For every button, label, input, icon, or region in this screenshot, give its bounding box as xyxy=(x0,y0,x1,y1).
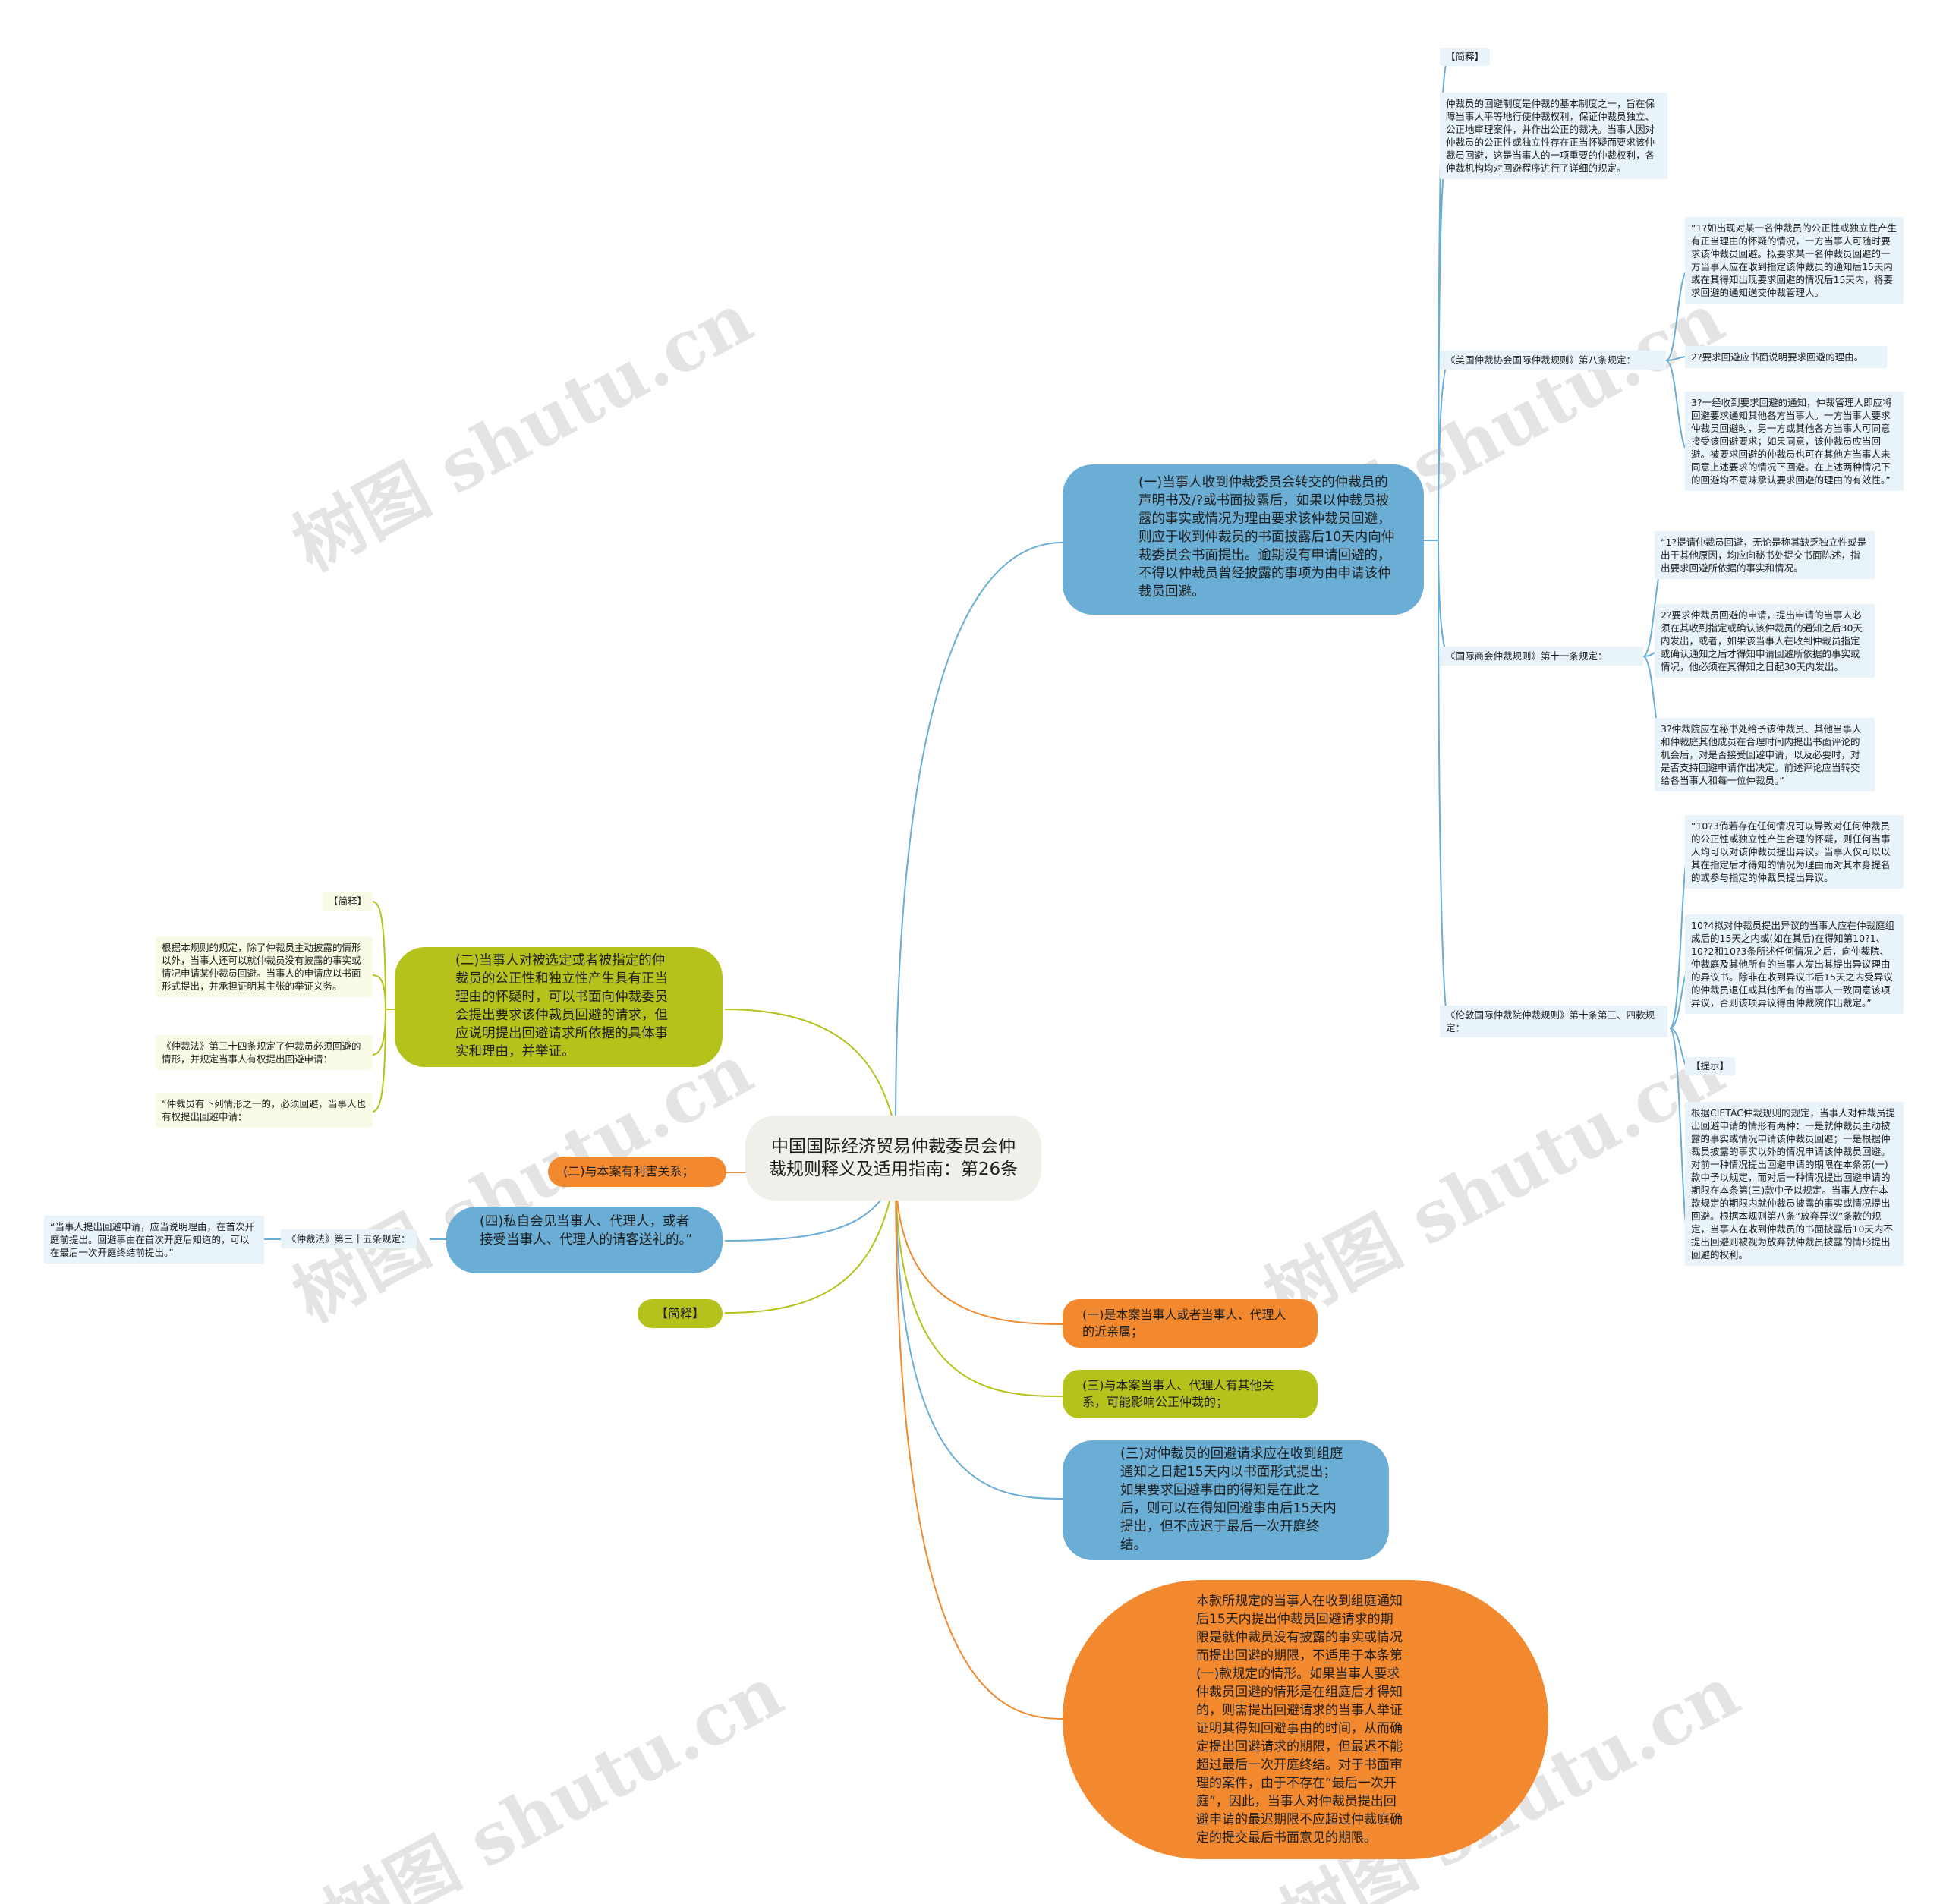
leaf-aaa-item-2: 2?要求回避应书面说明要求回避的理由。 xyxy=(1685,346,1887,368)
branch-node-deadline-explanation[interactable]: 本款所规定的当事人在收到组庭通知后15天内提出仲裁员回避请求的期限是就仲裁员没有… xyxy=(1063,1580,1548,1859)
leaf-jianshi-text: 仲裁员的回避制度是仲裁的基本制度之一，旨在保障当事人平等地行使仲裁权利，保证仲裁… xyxy=(1440,93,1667,179)
branch-node-jianshi[interactable]: 【简释】 xyxy=(638,1299,723,1328)
leaf-arbitration-law-35-text: “当事人提出回避申请，应当说明理由，在首次开庭前提出。回避事由在首次开庭后知道的… xyxy=(44,1216,264,1264)
label-lcia-rules: 《伦敦国际仲裁院仲裁规则》第十条第三、四款规定： xyxy=(1440,1006,1667,1037)
label-icc-rules: 《国际商会仲裁规则》第十一条规定： xyxy=(1440,647,1643,666)
leaf-left-arbitration-law-quote: “仲裁员有下列情形之一的，必须回避，当事人也有权提出回避申请： xyxy=(156,1093,373,1128)
branch-node-other-relation[interactable]: (三)与本案当事人、代理人有其他关系，可能影响公正仲裁的； xyxy=(1063,1370,1318,1418)
branch-node-close-relative[interactable]: (一)是本案当事人或者当事人、代理人的近亲属； xyxy=(1063,1299,1318,1348)
tag-tishi: 【提示】 xyxy=(1685,1057,1736,1075)
branch-node-challenge-request[interactable]: (二)当事人对被选定或者被指定的仲裁员的公正性和独立性产生具有正当理由的怀疑时，… xyxy=(395,947,723,1067)
tag-jianshi-left: 【简释】 xyxy=(323,892,373,911)
leaf-left-arbitration-law-34: 《仲裁法》第三十四条规定了仲裁员必须回避的情形，并规定当事人有权提出回避申请： xyxy=(156,1035,373,1070)
leaf-tishi-text: 根据CIETAC仲裁规则的规定，当事人对仲裁员提出回避申请的情形有两种：一是就仲… xyxy=(1685,1102,1904,1266)
leaf-icc-item-3: 3?仲裁院应在秘书处给予该仲裁员、其他当事人和仲裁庭其他成员在合理时间内提出书面… xyxy=(1655,718,1875,791)
label-arbitration-law-35: 《仲裁法》第三十五条规定： xyxy=(281,1229,417,1248)
branch-node-interest[interactable]: (二)与本案有利害关系； xyxy=(548,1157,726,1187)
center-topic[interactable]: 中国国际经济贸易仲裁委员会仲裁规则释义及适用指南：第26条 xyxy=(745,1116,1041,1201)
leaf-lcia-item-1: “10?3倘若存在任何情况可以导致对任何仲裁员的公正性或独立性产生合理的怀疑，则… xyxy=(1685,815,1904,889)
leaf-left-jianshi-text: 根据本规则的规定，除了仲裁员主动披露的情形以外，当事人还可以就仲裁员没有披露的事… xyxy=(156,936,373,997)
leaf-aaa-item-3: 3?一经收到要求回避的通知，仲裁管理人即应将回避要求通知其他各方当事人。一方当事… xyxy=(1685,392,1904,491)
leaf-lcia-item-2: 10?4拟对仲裁员提出异议的当事人应在仲裁庭组成后的15天之内或(如在其后)在得… xyxy=(1685,914,1904,1014)
leaf-aaa-item-1: “1?如出现对某一名仲裁员的公正性或独立性产生有正当理由的怀疑的情况，一方当事人… xyxy=(1685,217,1904,304)
branch-node-challenge-deadline[interactable]: (三)对仲裁员的回避请求应在收到组庭通知之日起15天内以书面形式提出；如果要求回… xyxy=(1063,1440,1389,1560)
leaf-icc-item-2: 2?要求仲裁员回避的申请，提出申请的当事人必须在其收到指定或确认该仲裁员的通知之… xyxy=(1655,604,1875,678)
branch-node-disclosure-challenge[interactable]: (一)当事人收到仲裁委员会转交的仲裁员的声明书及/?或书面披露后，如果以仲裁员披… xyxy=(1063,464,1424,615)
tag-jianshi: 【简释】 xyxy=(1440,48,1491,66)
leaf-icc-item-1: “1?提请仲裁员回避，无论是称其缺乏独立性或是出于其他原因，均应向秘书处提交书面… xyxy=(1655,531,1875,579)
label-aaa-rules: 《美国仲裁协会国际仲裁规则》第八条规定： xyxy=(1440,351,1666,370)
branch-node-private-meeting[interactable]: (四)私自会见当事人、代理人，或者接受当事人、代理人的请客送礼的。” xyxy=(446,1207,723,1273)
